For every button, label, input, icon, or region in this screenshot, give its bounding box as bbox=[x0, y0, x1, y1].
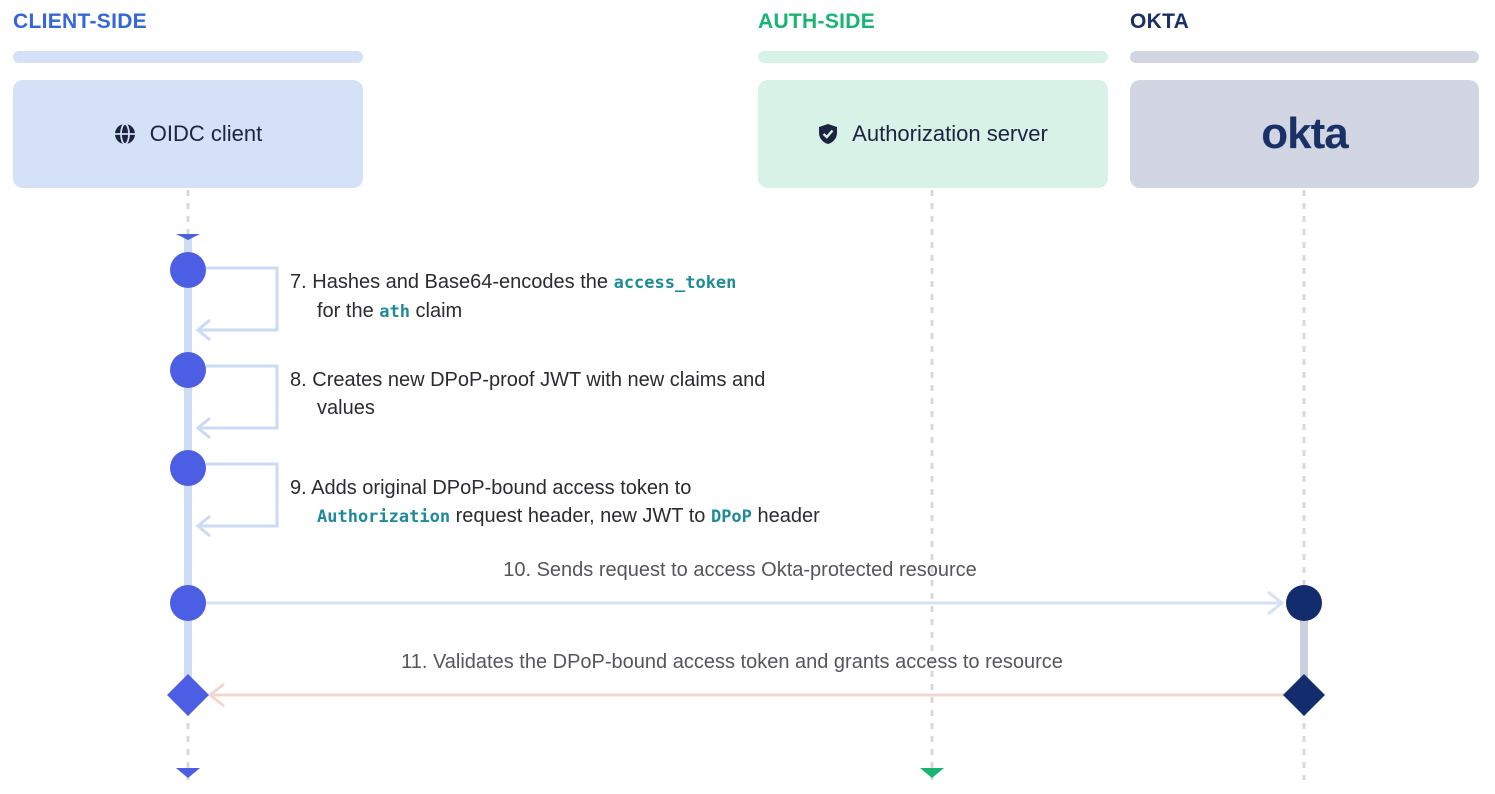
step-7-line1: Hashes and Base64-encodes the bbox=[312, 271, 609, 293]
step-7-text: 7. Hashes and Base64-encodes the access_… bbox=[290, 268, 736, 326]
client-node-7 bbox=[170, 252, 206, 288]
message-11-label: 11. Validates the DPoP-bound access toke… bbox=[401, 651, 1063, 673]
lane-bar-client bbox=[13, 51, 363, 63]
okta-box: okta bbox=[1130, 80, 1479, 188]
message-10-label: 10. Sends request to access Okta-protect… bbox=[503, 559, 977, 581]
client-node-8 bbox=[170, 352, 206, 388]
step-9-text: 9. Adds original DPoP-bound access token… bbox=[290, 474, 820, 531]
client-diamond-11 bbox=[167, 674, 209, 716]
client-node-9 bbox=[170, 450, 206, 486]
step-7-line2a: for the bbox=[317, 300, 374, 322]
globe-icon bbox=[114, 123, 136, 145]
step-7-code-ath: ath bbox=[379, 302, 410, 322]
response-arrow-11 bbox=[207, 682, 1286, 708]
self-arrow-8 bbox=[195, 364, 279, 440]
step-9-code-authorization: Authorization bbox=[317, 507, 451, 527]
step-9-line1: Adds original DPoP-bound access token to bbox=[311, 477, 692, 499]
lane-title-auth: AUTH-SIDE bbox=[758, 10, 876, 33]
lane-title-okta: OKTA bbox=[1130, 10, 1190, 33]
step-8-line1: Creates new DPoP-proof JWT with new clai… bbox=[312, 369, 766, 391]
client-top-tip bbox=[176, 234, 200, 240]
step-7-code-access-token: access_token bbox=[613, 273, 737, 293]
self-arrow-9 bbox=[195, 462, 279, 538]
okta-diamond-11 bbox=[1283, 674, 1325, 716]
request-arrow-10 bbox=[206, 590, 1285, 616]
okta-node-10 bbox=[1286, 585, 1322, 621]
step-9-line2b: header bbox=[757, 505, 820, 527]
lane-title-client: CLIENT-SIDE bbox=[13, 10, 147, 33]
step-8-line2: values bbox=[317, 397, 375, 419]
okta-activation-bar bbox=[1300, 603, 1308, 695]
client-bottom-tip bbox=[176, 768, 200, 778]
step-7-number: 7. bbox=[290, 271, 307, 293]
step-8-text: 8. Creates new DPoP-proof JWT with new c… bbox=[290, 366, 765, 422]
lane-bar-auth bbox=[758, 51, 1108, 63]
shield-check-icon bbox=[818, 123, 838, 145]
oidc-client-box: OIDC client bbox=[13, 80, 363, 188]
step-8-number: 8. bbox=[290, 369, 307, 391]
step-9-code-dpop: DPoP bbox=[710, 507, 752, 527]
auth-bottom-tip bbox=[920, 768, 944, 778]
self-arrow-7 bbox=[195, 266, 279, 342]
lane-bar-okta bbox=[1130, 51, 1479, 63]
step-7-line2b: claim bbox=[415, 300, 463, 322]
step-9-number: 9. bbox=[290, 477, 307, 499]
authorization-server-box: Authorization server bbox=[758, 80, 1108, 188]
okta-logo: okta bbox=[1261, 109, 1348, 158]
client-node-10 bbox=[170, 585, 206, 621]
step-9-line2a: request header, new JWT to bbox=[455, 505, 706, 527]
authorization-server-label: Authorization server bbox=[852, 121, 1048, 146]
oidc-client-label: OIDC client bbox=[149, 121, 263, 146]
